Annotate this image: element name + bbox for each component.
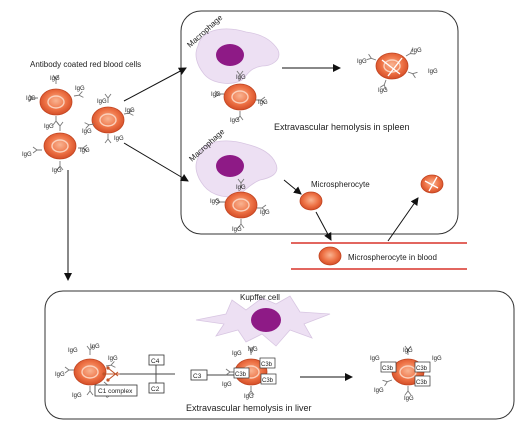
c3-label: C3	[193, 373, 202, 380]
c1-complex-box	[94, 384, 138, 397]
igg-label: IgG	[244, 394, 254, 400]
igg-label: IgG	[222, 382, 232, 388]
microspherocyte-in-blood	[318, 246, 342, 266]
igg-label: IgG	[22, 152, 32, 158]
igg-label: IgG	[378, 88, 388, 94]
igg-label: IgG	[97, 99, 107, 105]
microspherocyte-label: Microspherocyte	[311, 180, 370, 189]
arrow-to-lysed-microspherocyte	[387, 197, 419, 242]
spleen-panel	[180, 10, 459, 235]
igg-label: IgG	[75, 86, 85, 92]
nucleus	[251, 308, 281, 332]
igg-label: IgG	[44, 124, 54, 130]
kupffer-label: Kupffer cell	[240, 293, 280, 302]
ev-liver-label: Extravascular hemolysis in liver	[186, 403, 312, 413]
c2-label: C2	[151, 386, 160, 393]
igg-label: IgG	[50, 76, 60, 82]
arrow-to-spleen-top	[123, 67, 187, 102]
igg-labels-liver-right: IgG IgG IgG IgG IgG	[370, 348, 442, 402]
c2-box	[148, 382, 165, 394]
igg-label: IgG	[108, 356, 118, 362]
igg-label: IgG	[248, 347, 258, 353]
igg-label: IgG	[428, 69, 438, 75]
igg-label: IgG	[374, 388, 384, 394]
igg-label: IgG	[236, 75, 246, 81]
igg-label: IgG	[232, 351, 242, 357]
igg-label: IgG	[230, 118, 240, 124]
c4-box	[148, 354, 165, 366]
microspherocyte	[299, 191, 323, 211]
c3b-label: C3b	[416, 380, 428, 386]
arrow-to-spleen-bottom	[123, 142, 189, 182]
igg-labels-liver-middle: IgG IgG IgG IgG	[222, 347, 258, 400]
c3b-label: C3b	[262, 378, 274, 384]
igg-label: IgG	[432, 356, 442, 362]
c3b-label: C3b	[382, 366, 394, 372]
arrow-to-microspherocyte	[283, 179, 302, 195]
igg-label: IgG	[236, 185, 246, 191]
igg-label: IgG	[80, 148, 90, 154]
igg-label: IgG	[55, 372, 65, 378]
igg-label: IgG	[404, 396, 414, 402]
c3b-label: C3b	[235, 372, 247, 378]
igg-label: IgG	[357, 59, 367, 65]
igg-label: IgG	[412, 48, 422, 54]
destroyed-rbc	[375, 52, 409, 80]
c3b-boxes-right	[380, 361, 431, 387]
igg-label: IgG	[90, 344, 100, 350]
igg-label: IgG	[114, 136, 124, 142]
igg-label: IgG	[52, 168, 62, 174]
liver-panel	[44, 290, 515, 420]
igg-labels-left: IgG IgG IgG IgG IgG IgG IgG IgG IgG IgG …	[22, 76, 135, 174]
c1-complex-label: C1 complex	[98, 388, 133, 395]
c3b-boxes-middle	[233, 357, 277, 385]
c3b-labels-right: C3b C3b C3b	[382, 366, 428, 386]
lysed-microspherocyte	[420, 174, 444, 194]
c3b-label: C3b	[416, 366, 428, 372]
igg-label: IgG	[125, 108, 135, 114]
igg-label: IgG	[260, 210, 270, 216]
igg-label: IgG	[403, 348, 413, 354]
igg-label: IgG	[210, 199, 220, 205]
c3b-labels-middle: C3b C3b C3b	[235, 362, 274, 384]
c3b-label: C3b	[261, 362, 273, 368]
igg-labels-destroyed: IgG IgG IgG IgG	[357, 48, 438, 94]
igg-label: IgG	[26, 96, 36, 102]
arrow-to-blood	[315, 211, 332, 241]
igg-label: IgG	[68, 348, 78, 354]
igg-label: IgG	[370, 356, 380, 362]
ev-spleen-label: Extravascular hemolysis in spleen	[274, 122, 410, 132]
igg-label: IgG	[72, 393, 82, 399]
c1-complex-glyph	[102, 366, 175, 382]
igg-label: IgG	[232, 227, 242, 233]
nucleus	[216, 155, 244, 177]
microspherocyte-blood-label: Microspherocyte in blood	[348, 253, 437, 262]
nucleus	[216, 44, 244, 66]
c4-label: C4	[151, 358, 160, 365]
igg-label: IgG	[211, 92, 221, 98]
igg-label: IgG	[82, 129, 92, 135]
igg-labels-spleen-bottom: IgG IgG IgG IgG	[210, 185, 270, 233]
igg-label: IgG	[258, 100, 268, 106]
igg-labels-spleen-top: IgG IgG IgG IgG	[211, 75, 268, 124]
antibody-coated-title: Antibody coated red blood cells	[30, 60, 141, 69]
